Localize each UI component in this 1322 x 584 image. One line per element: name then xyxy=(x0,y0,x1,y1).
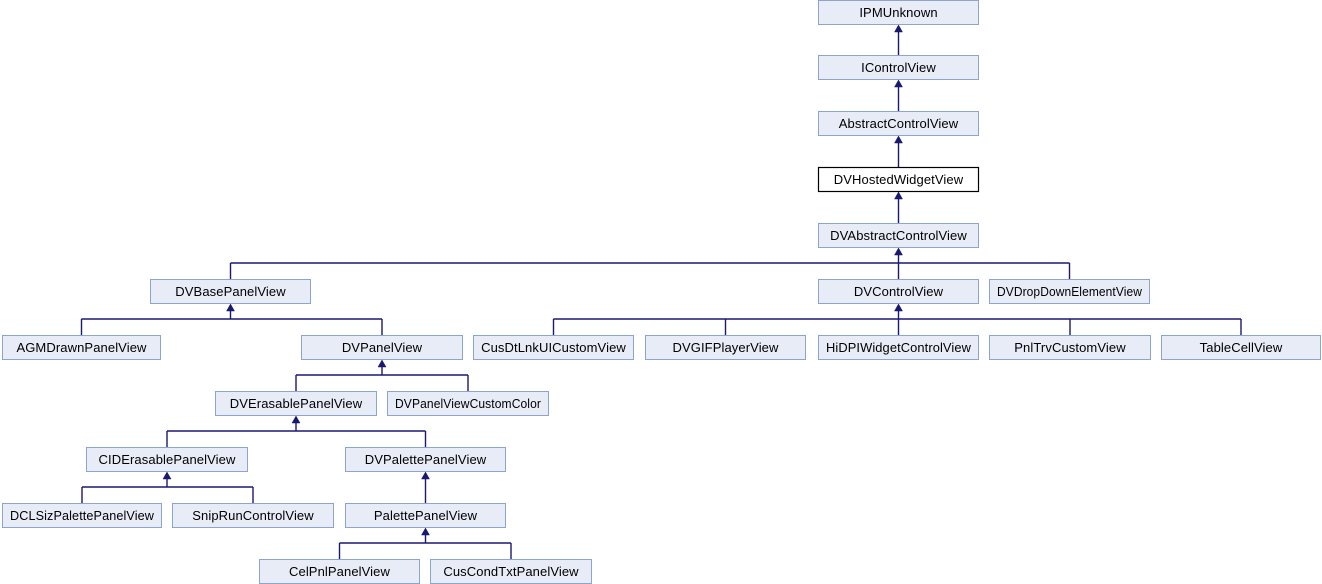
class-node-label: CusCondTxtPanelView xyxy=(443,564,579,579)
class-node-CusCondTxtPanelView[interactable]: CusCondTxtPanelView xyxy=(430,559,592,584)
class-node-box[interactable] xyxy=(818,111,979,136)
class-node-CusDtLnkUICustomView[interactable]: CusDtLnkUICustomView xyxy=(473,335,634,360)
class-node-CIDErasablePanelView[interactable]: CIDErasablePanelView xyxy=(86,447,248,472)
class-node-label: DVAbstractControlView xyxy=(830,228,967,243)
class-node-label: HiDPIWidgetControlView xyxy=(826,340,971,355)
inheritance-arrowhead xyxy=(226,303,235,312)
class-node-label: DVDropDownElementView xyxy=(997,284,1142,299)
inheritance-arrowhead xyxy=(421,527,430,536)
class-node-box[interactable] xyxy=(345,447,506,472)
class-node-box[interactable] xyxy=(1161,335,1321,360)
class-node-label: TableCellView xyxy=(1200,340,1283,355)
class-node-DVHostedWidgetView[interactable]: DVHostedWidgetView xyxy=(817,166,980,193)
class-node-label: DVPanelViewCustomColor xyxy=(395,396,542,411)
class-node-label: PnlTrvCustomView xyxy=(1014,340,1126,355)
class-node-box[interactable] xyxy=(172,503,334,528)
class-node-box[interactable] xyxy=(817,166,980,193)
class-node-box[interactable] xyxy=(301,335,463,360)
class-node-box[interactable] xyxy=(473,335,634,360)
class-node-box[interactable] xyxy=(818,223,979,248)
class-node-box[interactable] xyxy=(818,55,979,80)
class-node-label: DVPanelView xyxy=(342,340,423,355)
class-node-label: DCLSizPalettePanelView xyxy=(10,508,154,523)
class-node-box[interactable] xyxy=(645,335,806,360)
edges-layer xyxy=(80,24,1242,559)
class-node-PnlTrvCustomView[interactable]: PnlTrvCustomView xyxy=(989,335,1151,360)
class-node-IControlView[interactable]: IControlView xyxy=(818,55,979,80)
class-node-CelPnlPanelView[interactable]: CelPnlPanelView xyxy=(259,559,420,584)
inheritance-arrowhead xyxy=(894,24,903,33)
class-node-DVPanelViewCustomColor[interactable]: DVPanelViewCustomColor xyxy=(387,391,549,416)
class-node-label: CusDtLnkUICustomView xyxy=(481,340,626,355)
class-node-box[interactable] xyxy=(818,335,979,360)
class-node-DVPanelView[interactable]: DVPanelView xyxy=(301,335,463,360)
class-node-label: DVBasePanelView xyxy=(175,284,286,299)
class-node-IPMUnknown[interactable]: IPMUnknown xyxy=(818,0,979,25)
class-node-label: DVControlView xyxy=(854,284,944,299)
class-node-label: DVHostedWidgetView xyxy=(834,172,964,187)
class-node-label: PalettePanelView xyxy=(374,508,478,523)
class-node-label: AbstractControlView xyxy=(839,116,959,131)
class-node-box[interactable] xyxy=(2,503,162,528)
inheritance-arrowhead xyxy=(894,79,903,88)
class-node-box[interactable] xyxy=(2,335,161,360)
class-node-label: DVGIFPlayerView xyxy=(672,340,779,355)
class-node-DVPalettePanelView[interactable]: DVPalettePanelView xyxy=(345,447,506,472)
inheritance-arrowhead xyxy=(377,359,387,368)
class-node-label: IPMUnknown xyxy=(859,5,937,20)
class-node-HiDPIWidgetControlView[interactable]: HiDPIWidgetControlView xyxy=(818,335,979,360)
class-node-box[interactable] xyxy=(86,447,248,472)
class-node-TableCellView[interactable]: TableCellView xyxy=(1161,335,1321,360)
class-node-DVControlView[interactable]: DVControlView xyxy=(818,279,979,304)
class-node-DVDropDownElementView[interactable]: DVDropDownElementView xyxy=(989,279,1150,304)
inheritance-arrowhead xyxy=(894,247,903,256)
class-node-label: DVErasablePanelView xyxy=(230,396,363,411)
class-node-box[interactable] xyxy=(430,559,592,584)
class-node-box[interactable] xyxy=(259,559,420,584)
class-node-DVGIFPlayerView[interactable]: DVGIFPlayerView xyxy=(645,335,806,360)
inheritance-arrowhead xyxy=(421,471,430,480)
class-node-DVErasablePanelView[interactable]: DVErasablePanelView xyxy=(215,391,377,416)
class-node-box[interactable] xyxy=(387,391,549,416)
inheritance-arrowhead xyxy=(894,303,903,312)
class-node-DCLSizPalettePanelView[interactable]: DCLSizPalettePanelView xyxy=(2,503,162,528)
inheritance-arrowhead xyxy=(894,191,903,200)
class-node-label: DVPalettePanelView xyxy=(365,452,487,467)
class-node-box[interactable] xyxy=(345,503,506,528)
class-node-label: CelPnlPanelView xyxy=(289,564,390,579)
class-node-box[interactable] xyxy=(989,335,1151,360)
inheritance-arrowhead xyxy=(291,415,301,424)
class-node-box[interactable] xyxy=(215,391,377,416)
class-node-box[interactable] xyxy=(818,0,979,25)
inheritance-arrowhead xyxy=(162,471,172,480)
class-node-label: SnipRunControlView xyxy=(192,508,314,523)
class-node-AbstractControlView[interactable]: AbstractControlView xyxy=(818,111,979,136)
class-node-DVBasePanelView[interactable]: DVBasePanelView xyxy=(150,279,311,304)
inheritance-arrowhead xyxy=(894,135,903,144)
class-node-DVAbstractControlView[interactable]: DVAbstractControlView xyxy=(818,223,979,248)
class-node-PalettePanelView[interactable]: PalettePanelView xyxy=(345,503,506,528)
class-node-box[interactable] xyxy=(989,279,1150,304)
class-node-label: AGMDrawnPanelView xyxy=(16,340,147,355)
class-node-label: IControlView xyxy=(861,60,936,75)
class-node-box[interactable] xyxy=(818,279,979,304)
class-node-label: CIDErasablePanelView xyxy=(99,452,236,467)
class-node-SnipRunControlView[interactable]: SnipRunControlView xyxy=(172,503,334,528)
class-node-AGMDrawnPanelView[interactable]: AGMDrawnPanelView xyxy=(2,335,161,360)
class-node-box[interactable] xyxy=(150,279,311,304)
